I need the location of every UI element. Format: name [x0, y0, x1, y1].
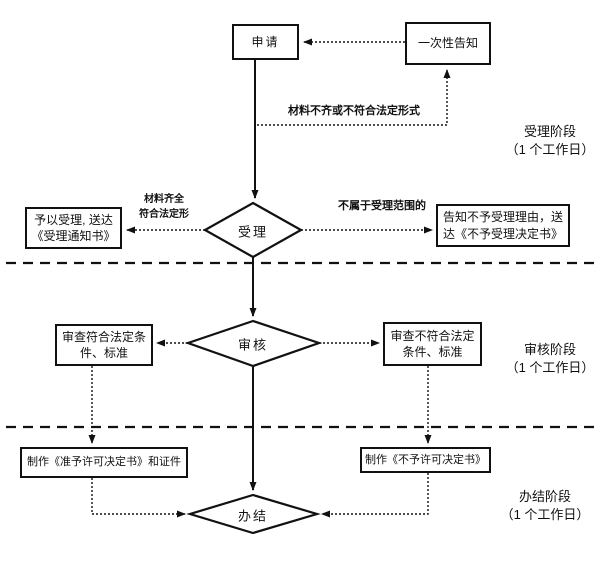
node-apply[interactable]: 申请	[232, 24, 299, 60]
edge-label-materials-incomplete: 材料不齐或不符合法定形式	[288, 104, 420, 117]
edge-incomplete-to-notify	[257, 69, 451, 126]
edge-permit-to-complete	[91, 478, 186, 518]
stage-label-review: 审核阶段 （1 个工作日）	[495, 341, 605, 377]
stage-label-review-duration: （1 个工作日）	[505, 360, 595, 376]
box-review-fail[interactable]: 审查不符合法定条件、标准	[383, 322, 482, 366]
decision-accept-shape	[202, 201, 304, 259]
stage-label-acceptance-title: 受理阶段	[523, 124, 576, 139]
stage-label-acceptance-duration: （1 个工作日）	[505, 142, 595, 158]
decision-review-shape	[184, 319, 323, 368]
stage-label-completion: 办结阶段 （1 个工作日）	[490, 488, 600, 524]
edge-label-materials-complete-line2: 符合法定形	[139, 208, 189, 220]
edge-label-materials-complete: 材料齐全 符合法定形	[128, 193, 200, 222]
stage-label-completion-title: 办结阶段	[518, 489, 571, 504]
decision-complete-label[interactable]: 办结	[237, 508, 269, 524]
stage-label-completion-duration: （1 个工作日）	[500, 507, 590, 523]
node-one-time-notify[interactable]: 一次性告知	[405, 22, 491, 65]
box-make-permit-decision[interactable]: 制作《准予许可决定书》和证件	[20, 447, 188, 478]
decision-accept-label[interactable]: 受理	[237, 224, 269, 240]
box-make-deny-decision[interactable]: 制作《不予许可决定书》	[360, 447, 491, 473]
stage-label-acceptance: 受理阶段 （1 个工作日）	[495, 123, 605, 159]
decision-review-label[interactable]: 审核	[237, 337, 269, 353]
box-reject-acceptance[interactable]: 告知不予受理理由，送达《不予受理决定书》	[436, 204, 570, 247]
decision-complete-shape	[186, 493, 321, 535]
edge-deny-to-complete	[321, 473, 429, 518]
box-accept-granted[interactable]: 予以受理, 送达《受理通知书》	[25, 207, 122, 249]
edge-label-materials-complete-line1: 材料齐全	[144, 194, 184, 205]
stage-label-review-title: 审核阶段	[523, 342, 576, 357]
box-review-pass[interactable]: 审查符合法定条件、标准	[55, 324, 153, 366]
edge-label-out-of-scope: 不属于受理范围的	[338, 199, 426, 212]
